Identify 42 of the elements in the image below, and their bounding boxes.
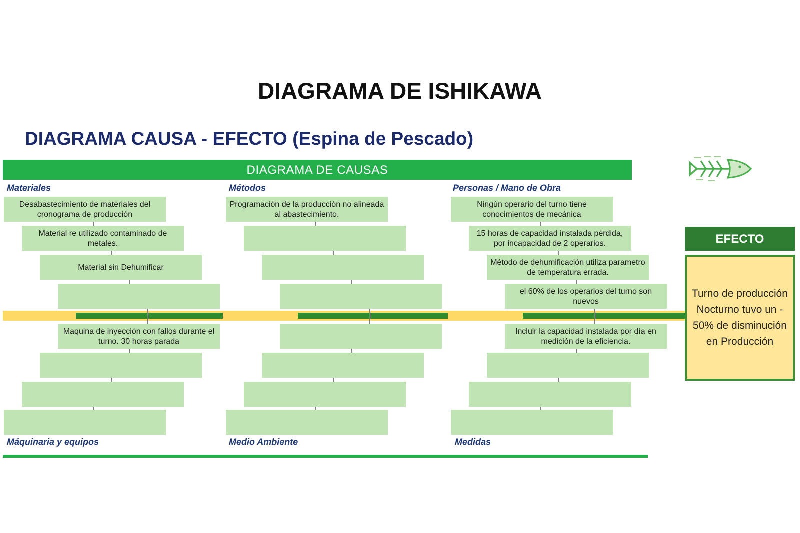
category-label: Medio Ambiente — [229, 437, 298, 447]
empty-cause-box — [262, 255, 424, 280]
empty-cause-box — [262, 353, 424, 378]
empty-cause-box — [280, 324, 442, 349]
cause-box: Programación de la producción no alineada al abastecimiento. — [226, 197, 388, 222]
subtitle-text: DIAGRAMA CAUSA - EFECTO (Espina de Pescado) — [25, 128, 474, 150]
category-label: Métodos — [229, 183, 266, 193]
category-label: Personas / Mano de Obra — [453, 183, 562, 193]
fishbone-spine — [3, 311, 685, 321]
empty-cause-box — [244, 226, 406, 251]
empty-cause-box — [4, 410, 166, 435]
cause-box: Ningún operario del turno tiene conocimientos de mecánica — [451, 197, 613, 222]
cause-box: Incluir la capacidad instalada por día en medición de la eficiencia. — [505, 324, 667, 349]
empty-cause-box — [22, 382, 184, 407]
cause-box: Método de dehumificación utiliza parametro de temperatura errada. — [487, 255, 649, 280]
cause-box: Material sin Dehumificar — [40, 255, 202, 280]
section-banner: DIAGRAMA DE CAUSAS — [3, 160, 632, 180]
cause-box: Material re utilizado contaminado de metales. — [22, 226, 184, 251]
empty-cause-box — [40, 353, 202, 378]
connector-line — [540, 222, 542, 226]
connector-line — [558, 378, 560, 382]
empty-cause-box — [469, 382, 631, 407]
connector-line — [540, 406, 542, 410]
cause-box: Desabastecimiento de materiales del cronograma de producción — [4, 197, 166, 222]
cause-box: Maquina de inyección con fallos durante el turno. 30 horas parada — [58, 324, 220, 349]
empty-cause-box — [226, 410, 388, 435]
connector-line — [576, 280, 578, 284]
cause-box: 15 horas de capacidad instalada pérdida, por incapacidad de 2 operarios. — [469, 226, 631, 251]
empty-cause-box — [280, 284, 442, 309]
category-label: Medidas — [455, 437, 492, 447]
connector-line — [576, 348, 578, 354]
effect-header: EFECTO — [685, 227, 795, 251]
empty-cause-box — [244, 382, 406, 407]
empty-cause-box — [58, 284, 220, 309]
cause-box: el 60% de los operarios del turno son nuevos — [505, 284, 667, 309]
category-label: Materiales — [7, 183, 52, 193]
connector-line — [558, 250, 560, 256]
empty-cause-box — [487, 353, 649, 378]
empty-cause-box — [451, 410, 613, 435]
connector-line — [594, 308, 596, 324]
effect-box: Turno de producción Nocturno tuvo un - 50% de disminución en Producción — [685, 255, 795, 381]
diagram-title: DIAGRAMA DE ISHIKAWA — [256, 78, 544, 105]
